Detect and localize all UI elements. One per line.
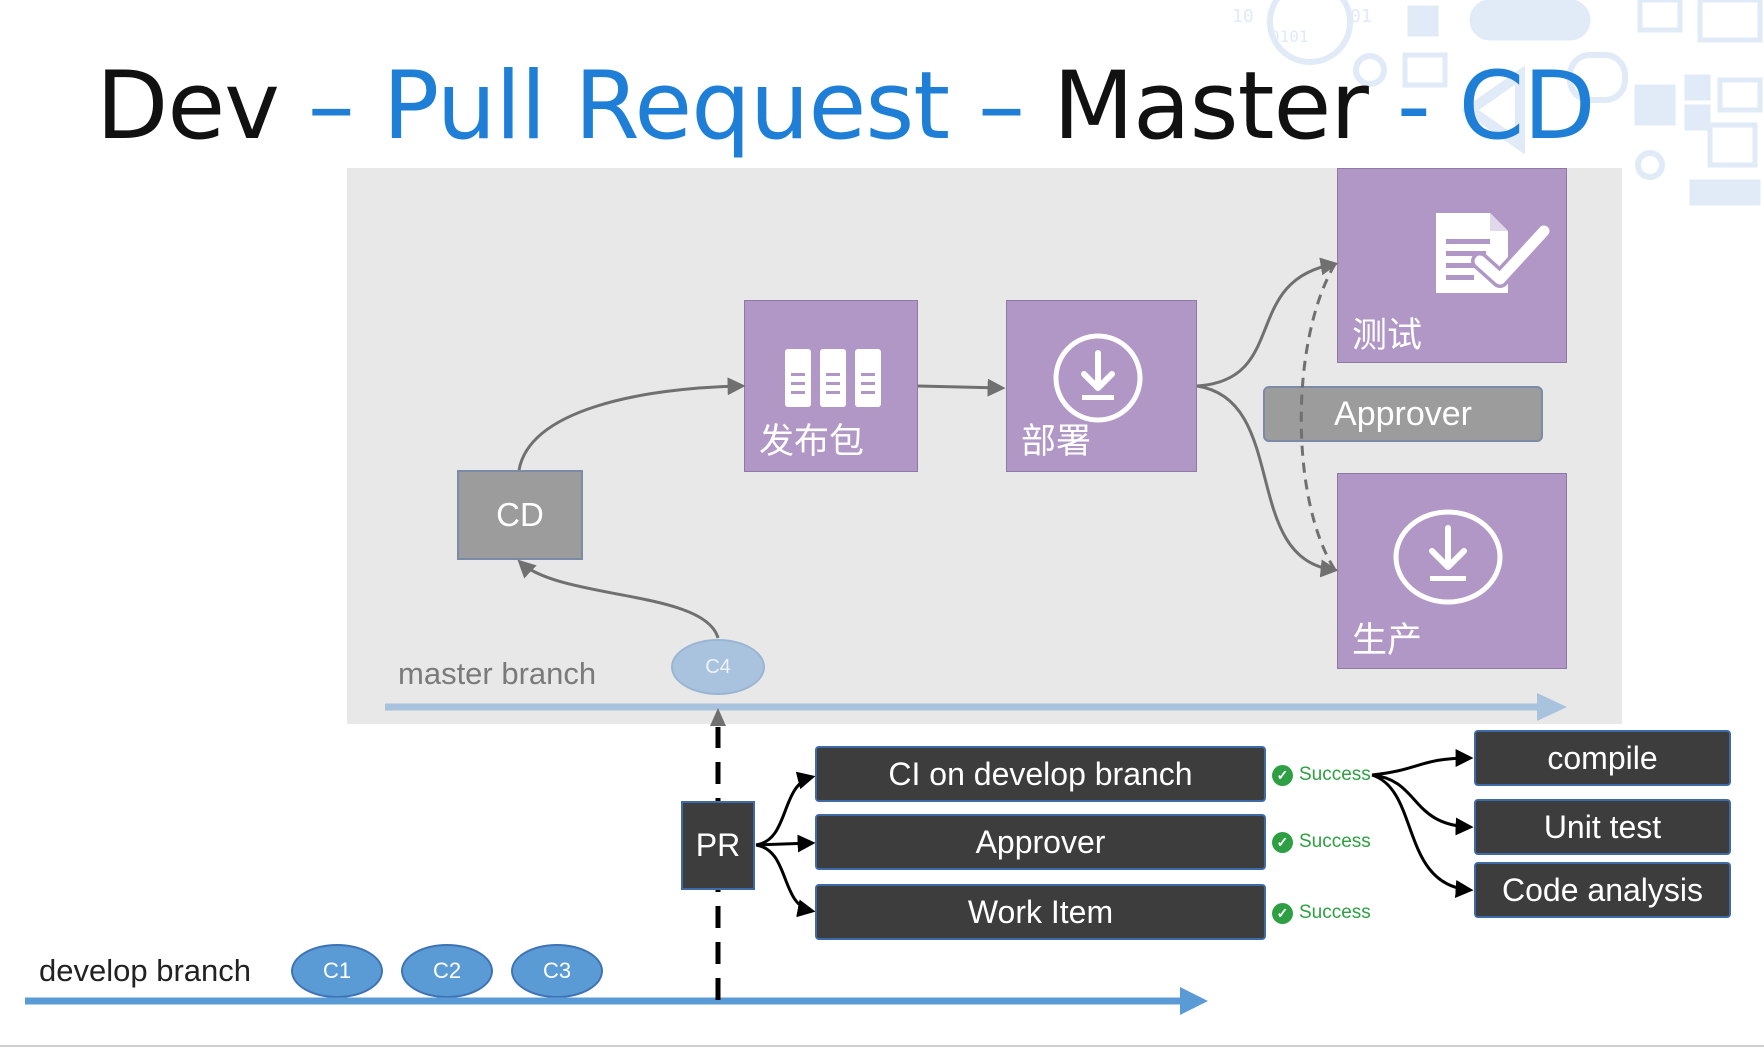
ci-on-develop-branch-label: CI on develop branch xyxy=(888,755,1193,792)
pr-to-ci-connector xyxy=(755,771,816,847)
cd-box: CD xyxy=(457,470,583,560)
success-text: Success xyxy=(1299,902,1371,923)
pr-merge-line xyxy=(710,708,726,1000)
master-branch-label: master branch xyxy=(398,656,597,691)
title-dev: Dev xyxy=(96,52,280,161)
commit-c1-label: C1 xyxy=(322,958,352,983)
pr-to-workitem-connector xyxy=(755,843,816,918)
c4-to-cd-connector xyxy=(517,559,720,639)
compile-label: compile xyxy=(1547,739,1658,776)
code-analysis-label: Code analysis xyxy=(1502,871,1703,908)
test-tile: 测试 xyxy=(1337,168,1567,363)
pr-box-label: PR xyxy=(695,827,741,863)
unit-test-box: Unit test xyxy=(1474,799,1731,855)
svg-text:01: 01 xyxy=(1350,6,1372,27)
deploy-tile: 部署 xyxy=(1006,300,1197,472)
title-separator: – xyxy=(278,52,383,161)
unit-test-label: Unit test xyxy=(1543,808,1662,845)
package-tile: 发布包 xyxy=(744,300,918,472)
title-cd: CD xyxy=(1458,52,1596,161)
success-badge-ci: ✓ Success xyxy=(1272,764,1371,786)
pipeline-approver-label: Approver xyxy=(1334,394,1472,433)
title-pull-request: Pull Request xyxy=(382,52,951,161)
pr-approver-label: Approver xyxy=(975,823,1106,860)
ci-on-develop-branch-box: CI on develop branch xyxy=(815,746,1266,802)
deploy-to-test-connector xyxy=(1196,257,1339,388)
server-icon xyxy=(785,349,881,407)
cd-to-package-connector xyxy=(517,377,746,471)
pr-to-approver-connector xyxy=(755,834,816,853)
test-label: 测试 xyxy=(1352,316,1423,356)
success-badge-workitem: ✓ Success xyxy=(1272,902,1371,924)
check-circle-icon: ✓ xyxy=(1272,831,1293,853)
check-circle-icon: ✓ xyxy=(1272,902,1293,924)
production-label: 生产 xyxy=(1352,621,1423,661)
commit-c3-label: C3 xyxy=(542,958,572,983)
commit-c1: C1 xyxy=(291,944,383,998)
success-badge-approver: ✓ Success xyxy=(1272,831,1371,853)
title-separator: – xyxy=(949,52,1053,161)
download-icon xyxy=(1053,333,1143,423)
svg-text:10: 10 xyxy=(1232,6,1254,27)
pr-box: PR xyxy=(681,801,755,890)
deploy-label: 部署 xyxy=(1021,422,1092,462)
commit-c2: C2 xyxy=(401,944,493,998)
ci-to-codeanalysis-connector xyxy=(1371,773,1474,898)
commit-c4: C4 xyxy=(671,639,765,695)
work-item-label: Work Item xyxy=(967,893,1114,930)
decorative-tech-icons: 10 01 0101 xyxy=(1232,0,1763,206)
package-label: 发布包 xyxy=(759,422,865,462)
svg-text:0101: 0101 xyxy=(1270,27,1309,46)
master-branch-arrow xyxy=(385,693,1567,721)
code-analysis-box: Code analysis xyxy=(1474,862,1731,918)
download-icon xyxy=(1393,509,1503,605)
approver-dashed-connector xyxy=(1299,263,1337,571)
check-circle-icon: ✓ xyxy=(1272,764,1293,786)
ci-to-unittest-connector xyxy=(1371,773,1474,836)
ci-to-compile-connector xyxy=(1371,749,1474,777)
success-text: Success xyxy=(1299,764,1371,785)
title-separator: - xyxy=(1367,52,1459,161)
work-item-box: Work Item xyxy=(815,884,1266,940)
page-title: Dev – Pull Request – Master - CD xyxy=(96,52,1596,161)
compile-box: compile xyxy=(1474,730,1731,786)
success-text: Success xyxy=(1299,831,1371,852)
title-master: Master xyxy=(1052,52,1369,161)
commit-c3: C3 xyxy=(511,944,603,998)
commit-c4-label: C4 xyxy=(705,655,731,678)
cd-box-label: CD xyxy=(496,496,544,533)
pr-approver-box: Approver xyxy=(815,814,1266,870)
develop-branch-arrow xyxy=(25,987,1208,1015)
commit-c2-label: C2 xyxy=(432,958,462,983)
develop-branch-label: develop branch xyxy=(39,953,251,988)
document-check-icon xyxy=(1436,213,1552,293)
package-to-deploy-connector xyxy=(917,378,1006,397)
pipeline-approver-box: Approver xyxy=(1263,386,1543,442)
deploy-to-production-connector xyxy=(1196,384,1339,578)
